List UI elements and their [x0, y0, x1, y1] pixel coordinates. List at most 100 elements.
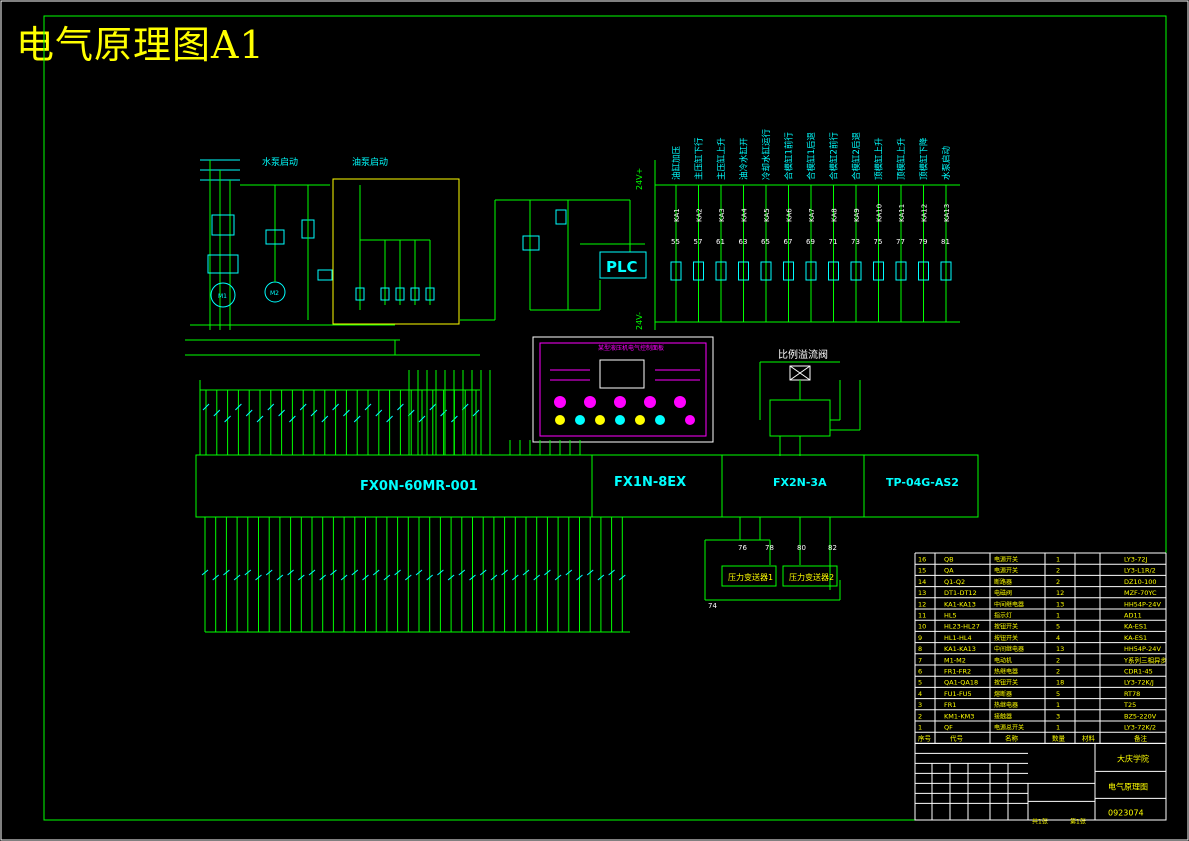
- relay-coil: [873, 261, 884, 281]
- oil-start-label: 油泵启动: [352, 156, 388, 168]
- bom-code: QF: [944, 724, 953, 732]
- input-switch: [418, 415, 426, 423]
- plc-input-circuit: [460, 199, 645, 321]
- rail-bottom-label: 24V-: [635, 312, 644, 330]
- input-switch: [397, 403, 404, 411]
- output-label: 冷却水缸运行: [761, 128, 772, 180]
- bom-model: BZ5-220V: [1124, 712, 1157, 720]
- output-contact: [479, 569, 487, 576]
- input-switch: [332, 403, 339, 411]
- relay-coil: [940, 261, 952, 281]
- input-switch: [202, 403, 210, 411]
- bom-model: HH54P-24V: [1124, 645, 1161, 653]
- input-switch: [267, 403, 275, 411]
- bom-name: 电磁阀: [994, 589, 1012, 597]
- bom-no: 13: [918, 589, 926, 597]
- bom-no: 12: [918, 600, 926, 608]
- drawing-number: 0923074: [1108, 808, 1144, 817]
- bom-code: FR1-FR2: [944, 668, 971, 676]
- bom-code: Q1-Q2: [944, 578, 965, 586]
- bom-name: 电源总开关: [994, 724, 1024, 732]
- bom-qty: 2: [1056, 668, 1060, 676]
- input-switch: [289, 415, 296, 423]
- bom-no: 11: [918, 612, 926, 620]
- bom-no: 5: [918, 679, 922, 687]
- output-label: 合模缸1后退: [806, 132, 817, 180]
- input-switch: [245, 409, 253, 417]
- output-label: 顶模缸上升: [896, 137, 907, 180]
- bom-header-code: 代号: [950, 734, 964, 743]
- svg-text:M2: M2: [270, 290, 279, 297]
- bom-qty: 1: [1056, 612, 1060, 620]
- pressure-sensor-2-label: 压力变送器2: [789, 572, 834, 582]
- bom-name: 热继电器: [994, 668, 1018, 676]
- output-label: 水泵启动: [941, 145, 952, 180]
- output-contact: [212, 574, 220, 581]
- bom-header-name: 名称: [1005, 734, 1019, 743]
- relay-tag: KA5: [763, 208, 771, 222]
- bom-name: 电源开关: [994, 567, 1018, 575]
- svg-text:M1: M1: [218, 293, 227, 300]
- sheet-index: 第1张: [1070, 817, 1086, 825]
- output-contact: [426, 574, 434, 581]
- relay-coil: [805, 261, 817, 281]
- output-number: 71: [829, 238, 838, 246]
- valve-label: 比例溢流阀: [778, 348, 828, 361]
- drawing-title-block: 电气原理图: [1108, 781, 1148, 791]
- output-contact: [490, 574, 498, 581]
- input-switch: [364, 403, 372, 411]
- bom-no: 14: [918, 578, 926, 586]
- output-number: 57: [694, 238, 703, 246]
- relay-tag: KA13: [943, 204, 951, 222]
- output-contact: [404, 574, 412, 581]
- bom-no: 4: [918, 690, 922, 698]
- oil-start-circuit: [355, 185, 435, 310]
- input-switch: [256, 415, 264, 423]
- bom-model: DZ10-100: [1124, 578, 1156, 586]
- output-contact: [372, 569, 380, 576]
- relay-tag: KA1: [673, 208, 681, 222]
- bom-no: 2: [918, 712, 922, 720]
- relay-tag: KA12: [921, 204, 929, 222]
- bom-qty: 13: [1056, 645, 1064, 653]
- relay-coil: [783, 261, 794, 281]
- num-74: 74: [708, 602, 717, 610]
- bom-code: M1-M2: [944, 656, 966, 664]
- drawing-title: 电气原理图A1: [16, 23, 265, 67]
- bom-no: 6: [918, 668, 922, 676]
- bom-code: KM1-KM3: [944, 712, 974, 720]
- output-contact: [265, 569, 273, 576]
- bom-qty: 1: [1056, 724, 1060, 732]
- bom-model: RT78: [1124, 690, 1140, 698]
- input-switch: [353, 415, 361, 423]
- relay-coil: [828, 261, 839, 281]
- output-number: 75: [874, 238, 883, 246]
- bom-no: 7: [918, 656, 922, 664]
- rail-top-label: 24V+: [635, 168, 644, 190]
- output-contact: [255, 574, 262, 581]
- bom-qty: 4: [1056, 634, 1060, 642]
- input-switch: [343, 409, 350, 417]
- relay-coil: [850, 261, 862, 281]
- bom-no: 15: [918, 567, 926, 575]
- bom-name: 熔断器: [994, 690, 1012, 698]
- relay-tag: KA3: [718, 208, 726, 222]
- pressure-sensor-1: [721, 565, 777, 587]
- output-contact: [458, 569, 466, 576]
- relay-coil: [918, 261, 929, 281]
- input-switch: [224, 415, 231, 423]
- output-contact: [511, 574, 519, 581]
- output-contact: [244, 569, 252, 576]
- input-switch: [235, 403, 242, 411]
- bom-model: T25: [1123, 701, 1136, 709]
- bom-code: HL1-HL4: [944, 634, 972, 642]
- bom-name: 按钮开关: [994, 634, 1018, 642]
- output-label: 合模缸1前行: [784, 132, 795, 180]
- output-label: 合模缸2前行: [829, 132, 840, 180]
- pressure-sensor-2: [782, 565, 838, 587]
- bom-model: AD11: [1124, 612, 1142, 620]
- output-contact: [351, 569, 359, 576]
- relay-tag: KA4: [741, 208, 749, 222]
